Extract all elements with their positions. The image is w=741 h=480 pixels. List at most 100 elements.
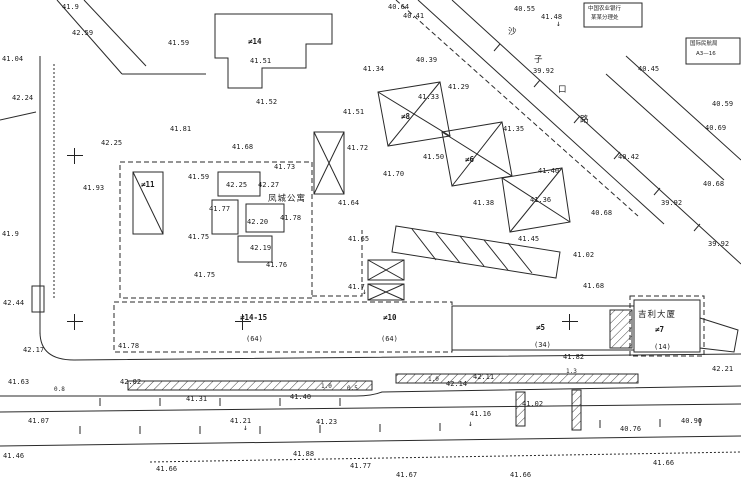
gradient-value: 1.0 <box>428 376 439 383</box>
spot-elevation: 41.02 <box>522 400 544 408</box>
apartment-cluster <box>211 171 285 263</box>
spot-elevation: 41.68 <box>583 282 605 290</box>
spot-elevation: 41.68 <box>232 143 254 151</box>
gradient-value: 1.0 <box>321 383 332 390</box>
spot-elevation: 42.14 <box>446 380 468 388</box>
spot-elevation: 41.70 <box>383 170 405 178</box>
spot-elevation: 41.82 <box>563 353 585 361</box>
house-count: (34) <box>534 341 551 349</box>
spot-elevation: 41.75 <box>194 271 216 279</box>
building-number: ≠8 <box>401 112 411 121</box>
spot-elevation: 40.76 <box>620 425 642 433</box>
spot-elevation: 42.21 <box>712 365 734 373</box>
place-name: 口 <box>558 85 568 95</box>
spot-elevation: 41.81 <box>170 125 192 133</box>
spot-elevation: 42.24 <box>12 94 34 102</box>
spot-elevation: 41.76 <box>266 261 288 269</box>
annotation-text: 国际民航局 <box>690 41 718 47</box>
annotation-text: 某某分理处 <box>591 15 619 21</box>
spot-elevation: 41.9 <box>62 3 79 11</box>
building-number: ≠10 <box>383 313 397 322</box>
spot-elevation: 40.68 <box>591 209 613 217</box>
spot-elevation: 41.7 <box>348 283 365 291</box>
spot-elevation: 41.16 <box>470 410 492 418</box>
spot-elevation: 42.44 <box>3 299 25 307</box>
building-number: ≠5 <box>536 323 546 332</box>
spot-elevation: 41.63 <box>8 378 30 386</box>
spot-elevation: 40.39 <box>416 56 438 64</box>
spot-elevation: 40.55 <box>514 5 536 13</box>
annotation-text: A3—16 <box>696 51 716 57</box>
spot-elevation: 41.78 <box>280 214 302 222</box>
house-count: (64) <box>246 335 263 343</box>
building-number: ≠14-15 <box>240 313 268 322</box>
gradient-value: 1.3 <box>566 368 577 375</box>
left-street-edges <box>31 56 55 334</box>
spot-elevation: 42.25 <box>101 139 123 147</box>
spot-elevation: 41.36 <box>530 196 552 204</box>
building-number: ≠11 <box>141 180 155 189</box>
spot-elevation: 41.9 <box>2 230 19 238</box>
building-south-outline <box>501 167 571 233</box>
spot-elevation: 41.38 <box>473 199 495 207</box>
place-name: 凤城公寓 <box>268 194 307 204</box>
building-8-outline <box>377 81 451 147</box>
spot-elevation: 41.33 <box>418 93 440 101</box>
building-number: ≠14 <box>248 37 262 46</box>
spot-elevation: 41.65 <box>348 235 370 243</box>
parcel-lines-top-left <box>0 0 206 121</box>
spot-elevation: 41.45 <box>518 235 540 243</box>
spot-elevation: 41.66 <box>653 459 675 467</box>
spot-elevation: 42.20 <box>247 218 269 226</box>
hatched-sheds <box>367 259 405 301</box>
grid-cross-icon <box>562 314 578 330</box>
grid-cross-icon <box>235 314 251 330</box>
spot-elevation: 40.45 <box>638 65 660 73</box>
spot-elevation: 41.77 <box>350 462 372 470</box>
hatched-tower <box>313 131 345 195</box>
spot-elevation: 41.31 <box>186 395 208 403</box>
spot-elevation: 41.59 <box>168 39 190 47</box>
spot-elevation: 40.90 <box>681 417 703 425</box>
annotation-boxes <box>583 2 741 65</box>
spot-elevation: 40.59 <box>712 100 734 108</box>
arrow-icon: ↓ <box>362 287 367 296</box>
arrow-icon: ↓ <box>468 419 473 428</box>
grid-cross-icon <box>67 148 83 164</box>
spot-elevation: 41.34 <box>363 65 385 73</box>
building-number: ≠7 <box>655 325 665 334</box>
spot-elevation: 42.27 <box>258 181 280 189</box>
gradient-value: 0.8 <box>54 386 65 393</box>
spot-elevation: 42.17 <box>23 346 45 354</box>
spot-elevation: 41.59 <box>188 173 210 181</box>
building-11-outline <box>132 171 164 235</box>
place-name: 子 <box>534 55 544 65</box>
spot-elevation: 42.02 <box>120 378 142 386</box>
spot-elevation: 42.59 <box>72 29 94 37</box>
spot-elevation: 41.23 <box>316 418 338 426</box>
spot-elevation: 41.48 <box>541 13 563 21</box>
spot-elevation: 41.51 <box>343 108 365 116</box>
spot-elevation: 41.52 <box>256 98 278 106</box>
gradient-value: 0.5 <box>347 385 358 392</box>
spot-elevation: 41.21 <box>230 417 252 425</box>
spot-elevation: 39.92 <box>708 240 730 248</box>
spot-elevation: 41.40 <box>538 167 560 175</box>
place-name: 吉利大厦 <box>638 310 677 320</box>
spot-elevation: 41.67 <box>396 471 418 479</box>
diagonal-road <box>395 0 741 265</box>
annotation-text: 中国农业银行 <box>588 6 622 12</box>
spot-elevation: 41.66 <box>156 465 178 473</box>
spot-elevation: 42.19 <box>250 244 272 252</box>
spot-elevation: 40.64 <box>388 3 410 11</box>
house-count: (14) <box>654 343 671 351</box>
place-name: 沙 <box>508 27 518 37</box>
compound-boundary <box>119 161 363 299</box>
spot-elevation: 41.78 <box>118 342 140 350</box>
strip-parcels <box>113 295 739 357</box>
spot-elevation: 39.92 <box>661 199 683 207</box>
spot-elevation: 41.51 <box>250 57 272 65</box>
spot-elevation: 42.25 <box>226 181 248 189</box>
building-6-outline <box>441 121 513 187</box>
